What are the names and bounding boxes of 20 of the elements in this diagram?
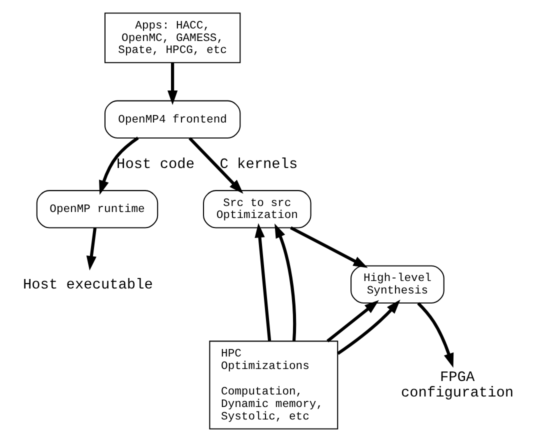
arrow	[290, 226, 368, 268]
arrow	[86, 228, 97, 270]
node-text: Host executable	[22, 277, 153, 294]
node-text: FPGA configuration	[400, 370, 514, 402]
node-box: OpenMP4 frontend	[104, 100, 241, 138]
arrow	[99, 136, 139, 195]
node-box: High-level Synthesis	[350, 265, 444, 304]
edge-label: Host code	[116, 157, 195, 174]
arrow	[417, 302, 454, 368]
arrow	[326, 300, 379, 342]
arrow	[167, 62, 178, 106]
node-box: OpenMP runtime	[36, 190, 158, 228]
node-box: Apps: HACC, OpenMC, GAMESS, Spate, HPCG, etc	[104, 12, 241, 64]
node-box: HPC Optimizations Computation, Dynamic memory, Systolic, etc	[209, 340, 338, 430]
arrow	[274, 224, 296, 342]
node-box: Src to src Optimization	[203, 190, 312, 228]
arrow	[188, 137, 244, 194]
arrow	[254, 223, 272, 342]
edge-label: C kernels	[220, 157, 298, 174]
arrow	[336, 300, 400, 355]
